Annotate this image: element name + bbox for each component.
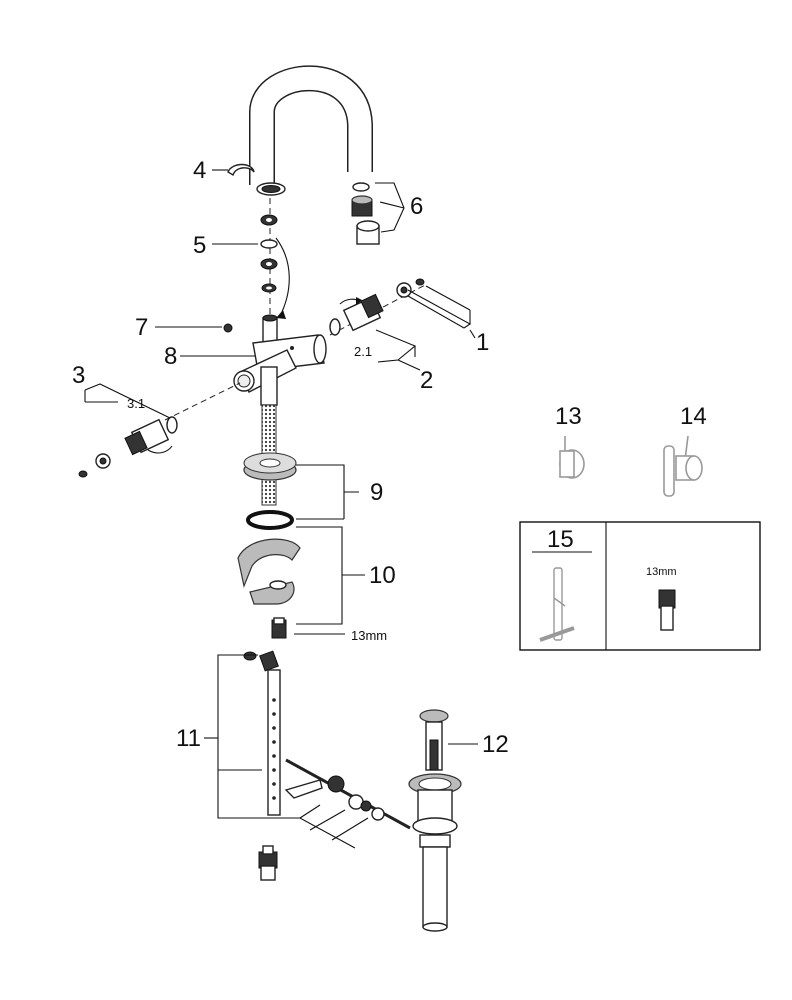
part-14-lever-handle <box>663 435 703 497</box>
part-8-body <box>180 314 327 406</box>
part-15-tool-box <box>519 521 761 651</box>
callout-7: 7 <box>135 314 148 341</box>
callout-3-1: 3.1 <box>127 396 145 411</box>
part-7-screw <box>155 323 233 333</box>
callout-9: 9 <box>370 479 383 506</box>
callout-13: 13 <box>555 403 582 430</box>
callout-12: 12 <box>482 731 509 758</box>
part-5-stack <box>212 198 290 470</box>
part-13-cross-handle <box>527 436 585 503</box>
part-9-baseplate <box>243 452 359 520</box>
part-1-2-right-cartridge <box>329 278 476 371</box>
callout-11: 11 <box>176 725 201 752</box>
box-label-13mm: 13mm <box>646 566 677 578</box>
callout-8: 8 <box>164 343 177 370</box>
callout-14: 14 <box>680 403 707 430</box>
part-6-aerator <box>351 182 405 245</box>
part-4-clip <box>212 163 255 177</box>
spout <box>249 65 373 196</box>
part-10-mounting <box>237 510 365 639</box>
callout-2: 2 <box>420 367 433 394</box>
callout-6: 6 <box>410 193 423 220</box>
part-3-left-cartridge <box>78 382 241 478</box>
callout-3: 3 <box>72 362 85 389</box>
bottom-connector <box>258 845 278 881</box>
callout-4: 4 <box>193 157 206 184</box>
part-11-popup-rod <box>204 650 411 849</box>
part-12-drain <box>408 709 478 932</box>
callout-15: 15 <box>547 526 574 553</box>
callout-5: 5 <box>193 232 206 259</box>
callout-2-1: 2.1 <box>354 344 372 359</box>
callout-1: 1 <box>476 329 489 356</box>
label-13mm: 13mm <box>351 628 387 643</box>
callout-10: 10 <box>369 562 396 589</box>
